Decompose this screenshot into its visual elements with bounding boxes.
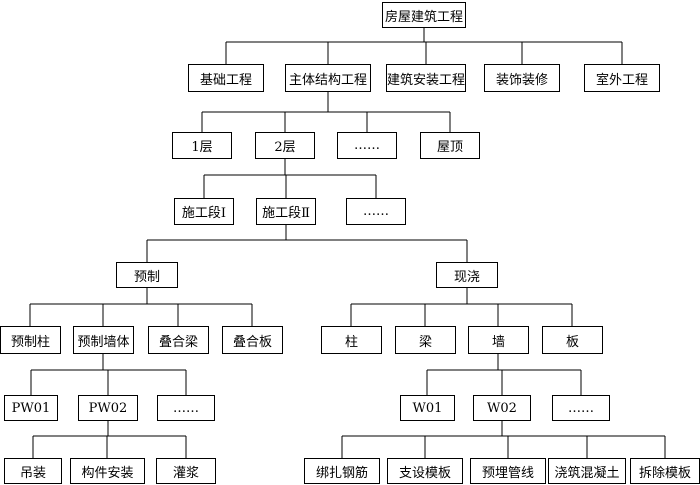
node-formwork-erection: 支设模板 [387, 458, 463, 484]
node-cip-beam: 梁 [395, 326, 456, 354]
node-pw02: PW02 [78, 395, 138, 421]
node-formwork-removal: 拆除模板 [630, 458, 700, 484]
node-section-2: 施工段Ⅱ [256, 198, 316, 225]
node-composite-beam: 叠合梁 [148, 326, 209, 354]
node-cip-slab: 板 [542, 326, 603, 354]
node-section-1: 施工段Ⅰ [174, 198, 234, 225]
node-prefab-column: 预制柱 [0, 326, 61, 354]
node-component-installation: 构件安装 [70, 458, 145, 484]
node-w02: W02 [473, 395, 531, 421]
node-foundation-works: 基础工程 [188, 64, 264, 92]
node-prefabricated: 预制 [116, 262, 178, 288]
node-w-more: …… [552, 395, 610, 421]
node-root: 房屋建筑工程 [382, 2, 466, 28]
node-w01: W01 [400, 395, 455, 421]
node-cip-column: 柱 [321, 326, 382, 354]
node-grouting: 灌浆 [156, 458, 216, 484]
node-main-structure: 主体结构工程 [285, 64, 371, 92]
node-floor-2: 2层 [255, 132, 315, 159]
node-hoisting: 吊装 [4, 458, 62, 484]
node-composite-slab: 叠合板 [222, 326, 283, 354]
node-section-more: …… [346, 198, 406, 225]
node-prefab-wall: 预制墙体 [73, 326, 134, 354]
node-decoration: 装饰装修 [484, 64, 560, 92]
node-pw-more: …… [157, 395, 215, 421]
node-cast-in-place: 现浇 [436, 262, 498, 288]
node-floor-1: 1层 [172, 132, 232, 159]
node-rebar-binding: 绑扎钢筋 [304, 458, 380, 484]
node-floor-roof: 屋顶 [420, 132, 480, 159]
node-cip-wall: 墙 [468, 326, 529, 354]
node-pipeline-embedding: 预埋管线 [470, 458, 546, 484]
node-floor-more: …… [337, 132, 397, 159]
node-outdoor-works: 室外工程 [584, 64, 660, 92]
node-concrete-pouring: 浇筑混凝土 [548, 458, 626, 484]
node-building-installation: 建筑安装工程 [386, 64, 466, 92]
node-pw01: PW01 [4, 395, 58, 421]
